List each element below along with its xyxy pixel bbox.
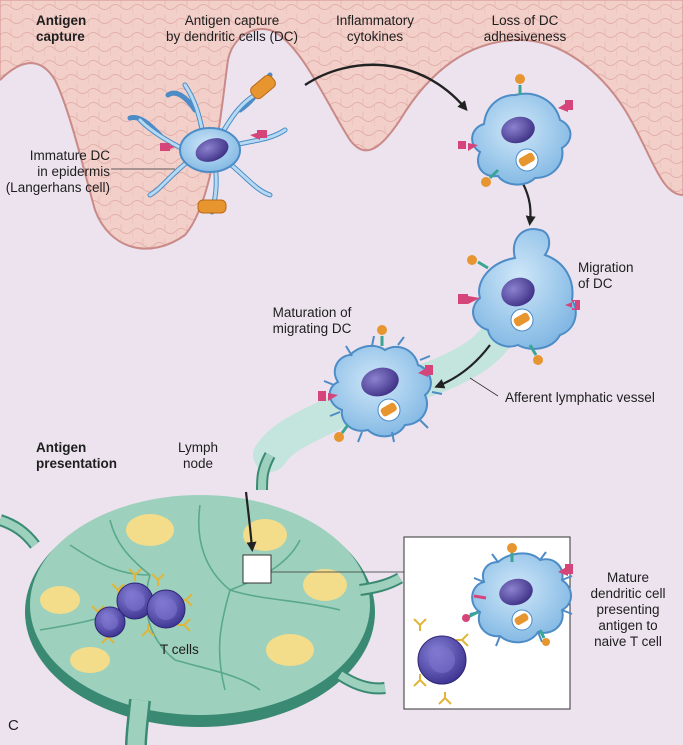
arrow-to-maturation <box>434 344 491 389</box>
label-antigen-capture-by-dc: Antigen capture by dendritic cells (DC) <box>165 13 299 44</box>
label-maturation-of-migrating-dc: Maturation of migrating DC <box>272 305 352 336</box>
label-antigen-capture: Antigen capture <box>36 13 87 44</box>
arrow-into-node <box>244 491 257 552</box>
immature-dendritic-cell <box>127 72 288 215</box>
inset-mature-dc <box>413 543 573 705</box>
epidermis <box>0 0 683 250</box>
label-lymph-node: Lymph node <box>177 440 219 471</box>
label-loss-of-dc-adhesiveness: Loss of DC adhesiveness <box>483 13 567 44</box>
lymph-node <box>0 452 404 745</box>
label-t-cells: T cells <box>160 642 199 657</box>
arrow-cytokines <box>304 63 468 112</box>
label-immature-dc: Immature DC in epidermis (Langerhans cel… <box>5 148 110 195</box>
dc-loss-of-adhesiveness <box>458 74 573 187</box>
label-migration-of-dc: Migration of DC <box>578 260 634 291</box>
label-inflammatory-cytokines: Inflammatory cytokines <box>335 13 415 44</box>
migrating-dc <box>458 228 580 365</box>
node-detail-box <box>242 554 272 584</box>
maturing-dc <box>318 325 443 443</box>
label-antigen-presentation: Antigen presentation <box>36 440 118 471</box>
label-mature-dc-presenting: Mature dendritic cell presenting antigen… <box>590 570 666 649</box>
leader-lymphatic <box>469 377 499 397</box>
label-afferent-lymphatic-vessel: Afferent lymphatic vessel <box>505 390 655 405</box>
panel-letter: C <box>8 717 19 734</box>
t-cell-cluster <box>91 568 193 644</box>
